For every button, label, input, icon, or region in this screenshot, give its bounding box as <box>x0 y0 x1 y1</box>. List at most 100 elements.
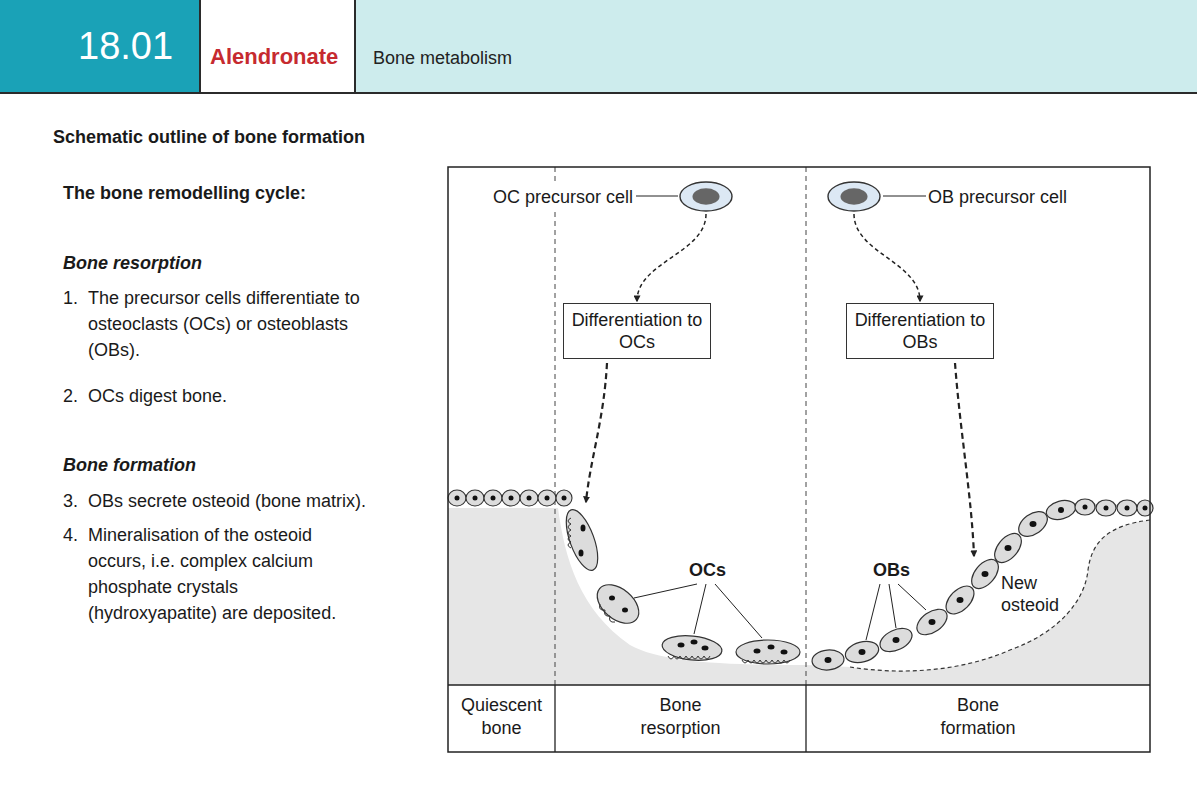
osteoblast-nuclei <box>825 505 1148 664</box>
precursor-cell: OC precursor cell <box>679 181 733 212</box>
step-number: 3. <box>63 488 78 514</box>
osteoblast <box>811 649 845 672</box>
nucleus <box>982 571 989 577</box>
leader-lines <box>634 196 926 640</box>
phase-divider <box>555 167 556 685</box>
lining-cell <box>484 490 502 506</box>
table-rule <box>448 684 1150 685</box>
nucleus <box>609 596 615 601</box>
bone-tissue <box>448 508 1150 685</box>
header-topic-band <box>355 0 1197 93</box>
differentiation-connector <box>854 214 920 301</box>
phase-label: Bone formation <box>806 694 1150 740</box>
diagram-frame <box>448 167 1150 752</box>
node-text: Differentiation to OBs <box>853 309 987 353</box>
page-number: 18.01 <box>78 24 173 68</box>
nucleus <box>859 649 866 655</box>
nucleus <box>455 496 460 501</box>
node-label: OC precursor cell <box>491 185 635 209</box>
topic-name: Bone metabolism <box>373 46 512 70</box>
lining-cell <box>448 490 466 506</box>
ruffled-borders <box>568 518 790 663</box>
nucleus <box>768 645 775 650</box>
nucleus <box>929 619 936 625</box>
subsection-heading: Bone resorption <box>63 251 202 275</box>
nucleus <box>509 496 514 501</box>
nucleus <box>825 657 832 663</box>
leader-line <box>636 196 678 197</box>
nucleus <box>527 496 532 501</box>
lining-cell <box>1117 500 1137 516</box>
nucleus <box>581 525 586 532</box>
leader-line <box>883 196 926 197</box>
cell-nucleus <box>841 188 868 205</box>
precursor-cell: OB precursor cell <box>827 181 881 212</box>
nucleus <box>473 496 478 501</box>
osteoblasts <box>811 497 1153 671</box>
node-text: Differentiation to OCs <box>570 309 704 353</box>
leader-line <box>694 584 706 634</box>
leader-line <box>889 584 896 628</box>
cell-body <box>828 182 880 211</box>
header-number-band <box>0 0 200 93</box>
osteoblast <box>843 638 881 666</box>
phase-label: Bone resorption <box>555 694 806 740</box>
nucleus <box>754 649 761 654</box>
differentiation-arrow <box>586 363 607 502</box>
process-box: Differentiation to OCs <box>563 303 711 359</box>
nucleus <box>957 597 964 603</box>
section-heading: The bone remodelling cycle: <box>63 181 306 205</box>
header-divider <box>354 0 356 93</box>
old-bone-boundary <box>850 520 1150 671</box>
lining-cell <box>538 490 556 506</box>
header-rule <box>0 92 1197 94</box>
nucleus <box>1125 506 1130 511</box>
differentiation-arrow <box>955 363 974 556</box>
nucleus <box>691 640 698 645</box>
nucleus <box>545 496 550 501</box>
nucleus <box>1058 507 1064 513</box>
step-text: OCs digest bone. <box>88 383 398 409</box>
ruffled-border <box>668 656 710 659</box>
ruffled-border <box>742 660 790 663</box>
step-text: The precursor cells differentiate to ost… <box>88 285 398 363</box>
header-drug-band <box>200 0 355 93</box>
nucleus <box>491 496 496 501</box>
osteoblast <box>1044 497 1078 522</box>
step-number: 1. <box>63 285 78 311</box>
differentiation-connector <box>637 214 706 301</box>
step-text: Mineralisation of the osteoid occurs, i.… <box>88 522 350 626</box>
node-label: OB precursor cell <box>926 185 1069 209</box>
lining-cell <box>1075 499 1095 515</box>
nucleus <box>1104 506 1109 511</box>
nucleus <box>622 608 628 613</box>
nucleus <box>1005 545 1012 551</box>
ruffled-border <box>600 604 615 622</box>
osteoclast <box>590 577 646 631</box>
cell-body <box>680 182 732 211</box>
cell-outline <box>679 181 733 212</box>
process-box: Differentiation to OBs <box>846 303 994 359</box>
lining-cell <box>466 490 484 506</box>
cell-label: OBs <box>872 558 911 582</box>
cell-label: OCs <box>688 558 727 582</box>
leader-line <box>715 584 762 638</box>
osteoclast-nuclei <box>579 525 788 655</box>
lining-cell <box>1096 500 1116 516</box>
lining-cell-nuclei <box>455 496 567 501</box>
ruffled-border <box>568 518 571 548</box>
nucleus <box>1083 505 1088 510</box>
step-number: 2. <box>63 383 78 409</box>
drug-name: Alendronate <box>210 43 338 71</box>
step-text: OBs secrete osteoid (bone matrix). <box>88 488 398 514</box>
osteoclast <box>560 506 604 574</box>
figure-title: Schematic outline of bone formation <box>53 125 365 149</box>
phase-divider <box>806 167 807 685</box>
leader-line <box>866 584 880 640</box>
nucleus <box>781 650 788 655</box>
nucleus <box>579 550 584 557</box>
nucleus <box>893 637 900 643</box>
nucleus <box>702 646 709 651</box>
nucleus <box>562 496 567 501</box>
